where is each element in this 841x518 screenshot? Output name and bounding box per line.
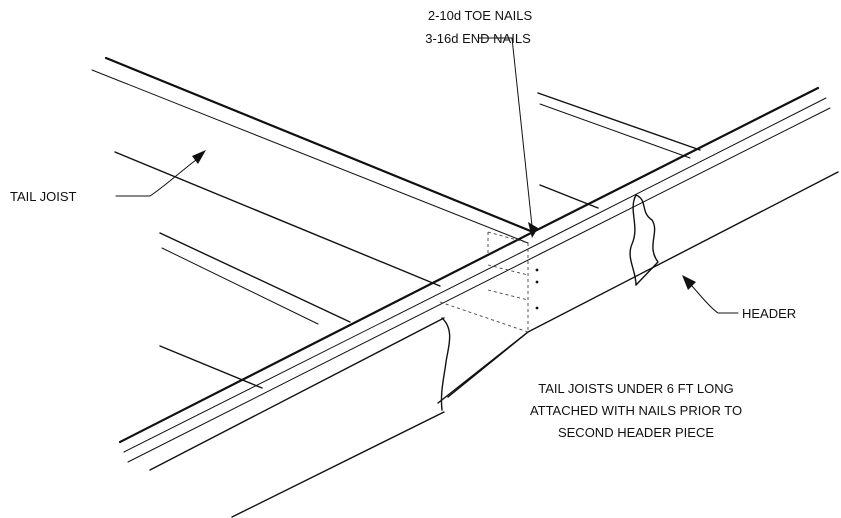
tail-joist-top-edge	[104, 56, 535, 234]
header2-edge-2	[123, 243, 539, 453]
rear-joist-1-bottom	[539, 103, 691, 159]
toe-nail-mark	[528, 222, 538, 238]
hidden-joist-end	[439, 222, 539, 333]
joist-3-bottom-edge	[161, 247, 319, 325]
hidden-nail-2	[487, 289, 529, 301]
joist-4-edge	[159, 345, 263, 389]
end-nails-label: 3-16d END NAILS	[425, 31, 531, 46]
header2-edge-3	[127, 253, 541, 463]
break-line-left	[440, 317, 451, 411]
header-top-back-edge	[531, 86, 820, 234]
header-members	[118, 86, 839, 518]
hidden-bottom	[439, 301, 529, 333]
rear-joist-1-top	[537, 92, 701, 151]
note-line-1: TAIL JOISTS UNDER 6 FT LONG	[538, 381, 734, 396]
joist-3-top-edge	[159, 232, 351, 323]
nails-leader	[477, 37, 533, 227]
nail-head-3	[535, 306, 539, 310]
toe-nails-label: 2-10d TOE NAILS	[428, 8, 533, 23]
hidden-top	[487, 231, 529, 244]
break-lines	[440, 194, 659, 411]
joists-behind-header	[537, 92, 701, 209]
header-arrow-icon	[682, 275, 696, 290]
nail-head-2	[535, 280, 539, 284]
labels: 2-10d TOE NAILS 3-16d END NAILS TAIL JOI…	[10, 8, 796, 440]
note-line-3: SECOND HEADER PIECE	[558, 425, 714, 440]
header-front-top	[149, 317, 445, 471]
hidden-nail-1	[487, 264, 529, 276]
tail-joist-bottom-edge	[91, 69, 529, 244]
header-top-edge-3	[539, 107, 831, 255]
header-leader	[689, 283, 739, 314]
header-bottom-edge	[527, 171, 839, 333]
header-top-edge-2	[537, 97, 827, 245]
header-label: HEADER	[742, 306, 796, 321]
tail-joists	[91, 56, 535, 389]
note-line-2: ATTACHED WITH NAILS PRIOR TO	[530, 403, 742, 418]
header2-top-edge	[118, 230, 535, 444]
tail-joist-leader	[115, 159, 197, 197]
nail-head-1	[535, 268, 539, 272]
leader-lines	[115, 37, 739, 314]
joist-2-edge	[114, 151, 441, 287]
tail-joist-arrow-icon	[192, 150, 206, 164]
break-line-right	[635, 194, 659, 286]
break-line-right-inner	[629, 194, 637, 286]
header2-bottom-edge-b	[437, 331, 529, 404]
tail-joist-label: TAIL JOIST	[10, 189, 77, 204]
header-front-bottom	[231, 411, 445, 518]
